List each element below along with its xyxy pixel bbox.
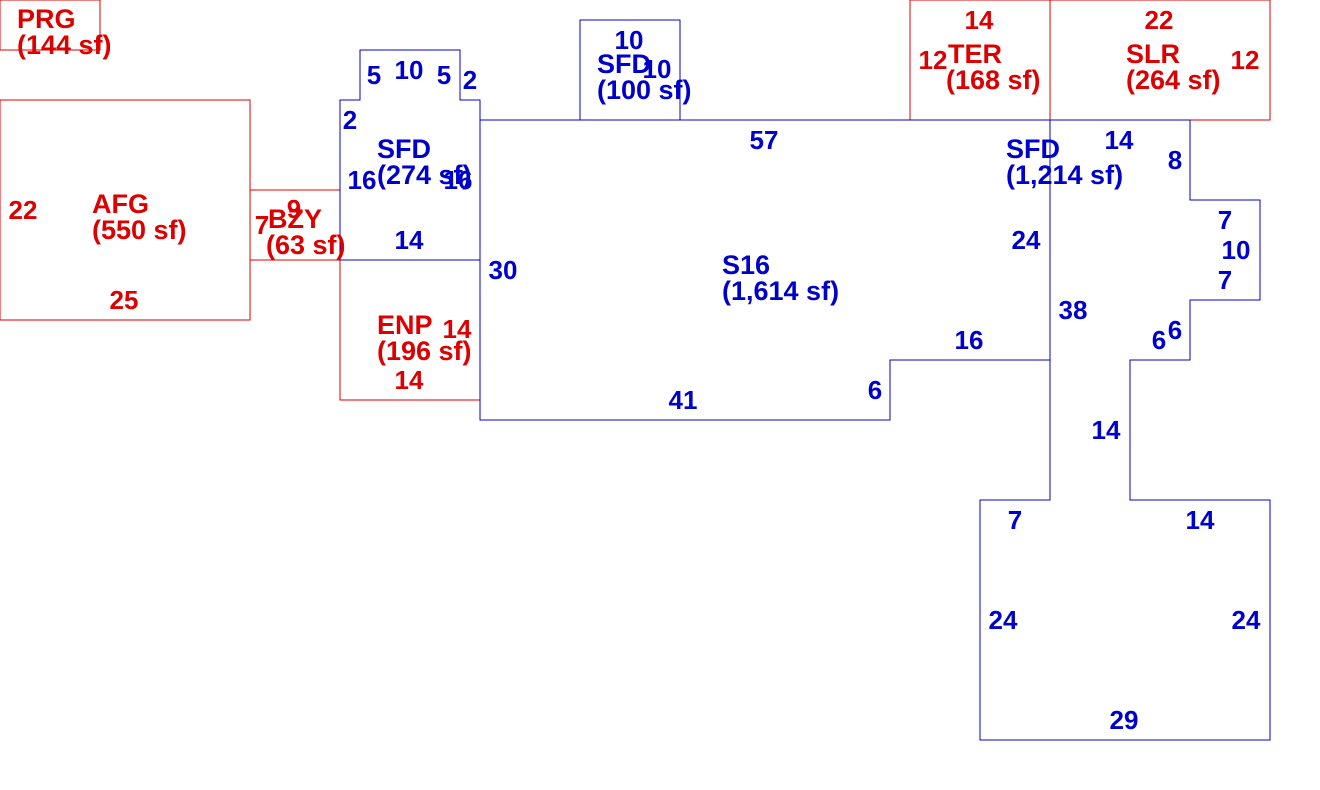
prg-code-label: PRG xyxy=(17,4,76,34)
dim-sfds-right: 10 xyxy=(643,54,672,84)
enp-area-label: (196 sf) xyxy=(377,336,472,366)
dim-slr-top: 22 xyxy=(1145,5,1174,35)
dim-sfdl-step-right: 5 xyxy=(437,60,451,90)
s16-code-label: S16 xyxy=(722,250,770,280)
dim-enp-bottom: 14 xyxy=(395,365,424,395)
dim-sfdr-r5: 6 xyxy=(1168,315,1182,345)
dim-ter-top: 14 xyxy=(965,5,994,35)
bzy-area-label: (63 sf) xyxy=(266,230,346,260)
dim-sfdl-bottom: 14 xyxy=(395,225,424,255)
dim-sfdr-left: 38 xyxy=(1059,295,1088,325)
sfd-small-area-label: (100 sf) xyxy=(597,75,692,105)
bzy-code-label: BZY xyxy=(268,204,322,234)
dim-bzy-left: 7 xyxy=(255,210,269,240)
dim-afg-left: 22 xyxy=(9,195,38,225)
ter-area-label: (168 sf) xyxy=(946,65,1041,95)
prg-outline xyxy=(0,0,101,51)
dim-s16-top: 57 xyxy=(750,125,779,155)
ter-code-label: TER xyxy=(948,39,1002,69)
dim-sfdl-left: 16 xyxy=(348,165,377,195)
dim-sfdr-r1: 8 xyxy=(1168,145,1182,175)
dim-sfdr-top: 14 xyxy=(1105,125,1134,155)
dim-sfdl-right: 16 xyxy=(444,165,473,195)
afg-code-label: AFG xyxy=(92,189,149,219)
sfd-left-code-label: SFD xyxy=(377,134,431,164)
dim-ter-left: 12 xyxy=(919,45,948,75)
enp-code-label: ENP xyxy=(377,310,433,340)
dim-sfdl-riser-left: 2 xyxy=(343,105,357,135)
dim-bzy-top: 9 xyxy=(287,194,301,224)
sfd-right-code-label: SFD xyxy=(1006,134,1060,164)
sfd-right-outline xyxy=(979,119,1271,741)
dim-sfdr-r4: 7 xyxy=(1218,265,1232,295)
dim-sfdl-top: 10 xyxy=(395,55,424,85)
afg-area-label: (550 sf) xyxy=(92,215,187,245)
dim-s16-step-v: 6 xyxy=(868,375,882,405)
dim-s16-bottom: 41 xyxy=(669,385,698,415)
dim-s16-right: 24 xyxy=(1012,225,1041,255)
dim-slr-right: 12 xyxy=(1231,45,1260,75)
sfd-small-code-label: SFD xyxy=(597,49,651,79)
dim-sfdr-r6: 6 xyxy=(1152,325,1166,355)
s16-area-label: (1,614 sf) xyxy=(722,276,839,306)
dim-sfdl-step-left: 5 xyxy=(367,60,381,90)
dim-sfdr-stem: 14 xyxy=(1092,415,1121,445)
dim-sfdr-notch-l: 7 xyxy=(1008,505,1022,535)
dim-sfds-top: 10 xyxy=(615,25,644,55)
sfd-right-area-label: (1,214 sf) xyxy=(1006,160,1123,190)
dim-sfdr-notch-r: 14 xyxy=(1186,505,1215,535)
dim-afg-bottom: 25 xyxy=(110,285,139,315)
dim-enp-right: 14 xyxy=(443,314,472,344)
dim-sfdr-r2: 7 xyxy=(1218,205,1232,235)
dim-sfdr-bottom: 29 xyxy=(1110,705,1139,735)
dim-s16-step-h: 16 xyxy=(955,325,984,355)
dim-sfdl-riser-right: 2 xyxy=(463,65,477,95)
dim-s16-left: 30 xyxy=(489,255,518,285)
prg-area-label: (144 sf) xyxy=(17,30,112,60)
sfd-left-area-label: (274 sf) xyxy=(377,160,472,190)
dim-sfdr-bot-right: 24 xyxy=(1232,605,1261,635)
dim-sfdr-r3: 10 xyxy=(1222,235,1251,265)
slr-area-label: (264 sf) xyxy=(1126,65,1221,95)
dim-sfdr-bot-left: 24 xyxy=(989,605,1018,635)
slr-code-label: SLR xyxy=(1126,39,1180,69)
